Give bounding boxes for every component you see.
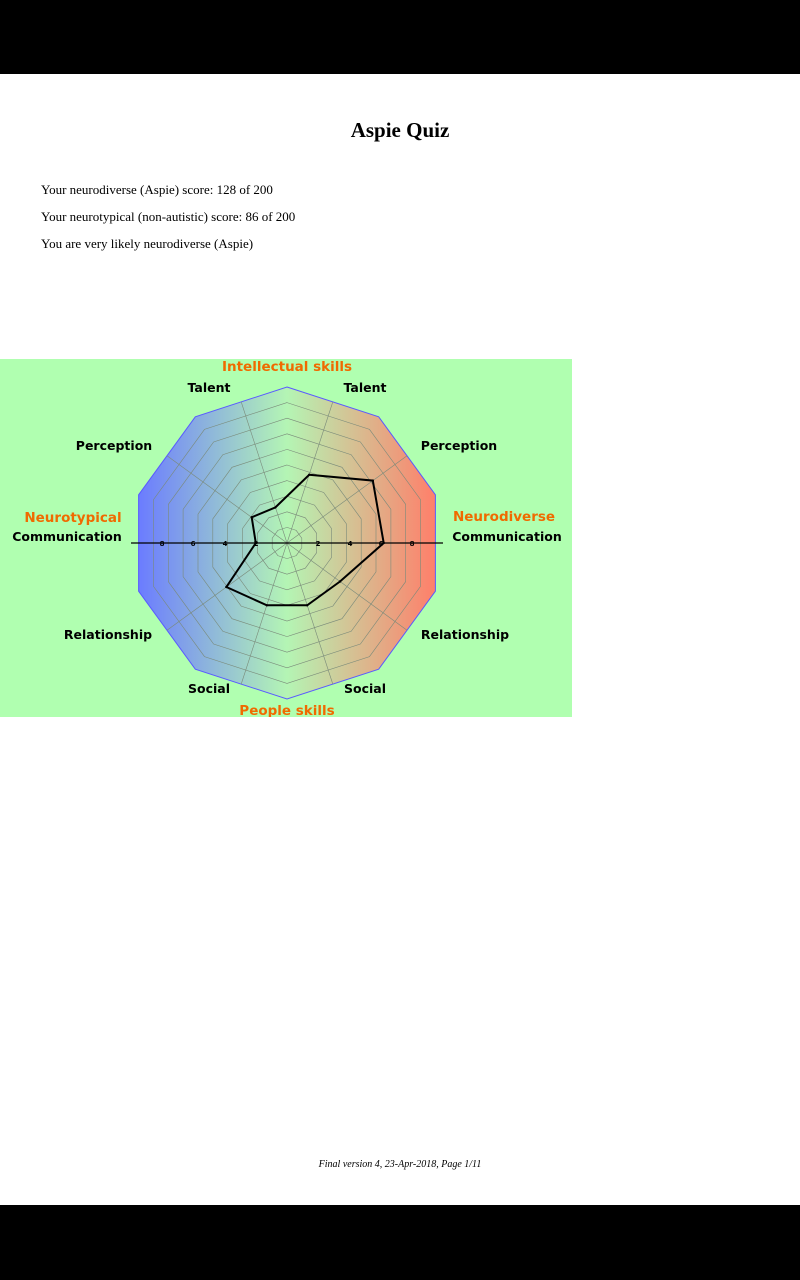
- result-line: You are very likely neurodiverse (Aspie): [41, 236, 254, 251]
- radar-grid-spoke: [240, 401, 288, 544]
- axis-label-relationship-left: Relationship: [64, 627, 152, 642]
- tick-left-8: 8: [160, 540, 165, 548]
- radar-grid-ring: [271, 527, 303, 559]
- radar-chart: 8 6 4 2 2 4 6 8 Intellectual skills Peop…: [0, 359, 572, 717]
- radar-grid-spoke: [166, 455, 288, 544]
- axis-label-communication-left: Communication: [12, 529, 122, 544]
- category-people-skills: People skills: [239, 703, 334, 717]
- tick-left-2: 2: [254, 540, 259, 548]
- radar-grid-spoke: [286, 542, 408, 631]
- radar-grid-ring: [256, 511, 318, 575]
- axis-label-social-left: Social: [188, 681, 230, 696]
- radar-grid-ring: [242, 495, 332, 591]
- axis-label-social-right: Social: [344, 681, 386, 696]
- radar-grid-ring: [197, 449, 377, 637]
- category-intellectual-skills: Intellectual skills: [222, 359, 352, 375]
- tick-right-4: 4: [348, 540, 353, 548]
- radar-grid-ring: [182, 433, 392, 653]
- axis-label-perception-right: Perception: [421, 438, 497, 453]
- radar-grid-spoke: [286, 542, 334, 685]
- axis-label-talent-right: Talent: [344, 380, 387, 395]
- axis-label-perception-left: Perception: [76, 438, 152, 453]
- neurodiverse-score-line: Your neurodiverse (Aspie) score: 128 of …: [41, 182, 273, 197]
- neurotypical-score-line: Your neurotypical (non-autistic) score: …: [41, 209, 296, 224]
- score-polygon: [224, 473, 385, 607]
- radar-grid-spoke: [286, 401, 334, 544]
- tick-right-8: 8: [410, 540, 415, 548]
- tick-left-4: 4: [223, 540, 228, 548]
- tick-right-2: 2: [316, 540, 321, 548]
- category-neurodiverse: Neurodiverse: [453, 509, 555, 525]
- tick-right-6: 6: [379, 540, 384, 548]
- tick-left-6: 6: [191, 540, 196, 548]
- category-neurotypical: Neurotypical: [24, 510, 121, 526]
- page-title: Aspie Quiz: [350, 118, 450, 142]
- axis-label-talent-left: Talent: [188, 380, 231, 395]
- axis-label-relationship-right: Relationship: [421, 627, 509, 642]
- radar-grid-ring: [212, 464, 362, 622]
- radar-grid-spoke: [240, 542, 288, 685]
- page-footer: Final version 4, 23-Apr-2018, Page 1/11: [318, 1159, 482, 1170]
- radar-grid-spoke: [286, 455, 408, 544]
- radar-grid-ring: [153, 402, 421, 684]
- radar-grid-rings: [153, 402, 421, 684]
- document-page: Aspie Quiz Your neurodiverse (Aspie) sco…: [0, 74, 800, 1205]
- radar-grid-ring: [168, 417, 407, 669]
- axis-label-communication-right: Communication: [452, 529, 562, 544]
